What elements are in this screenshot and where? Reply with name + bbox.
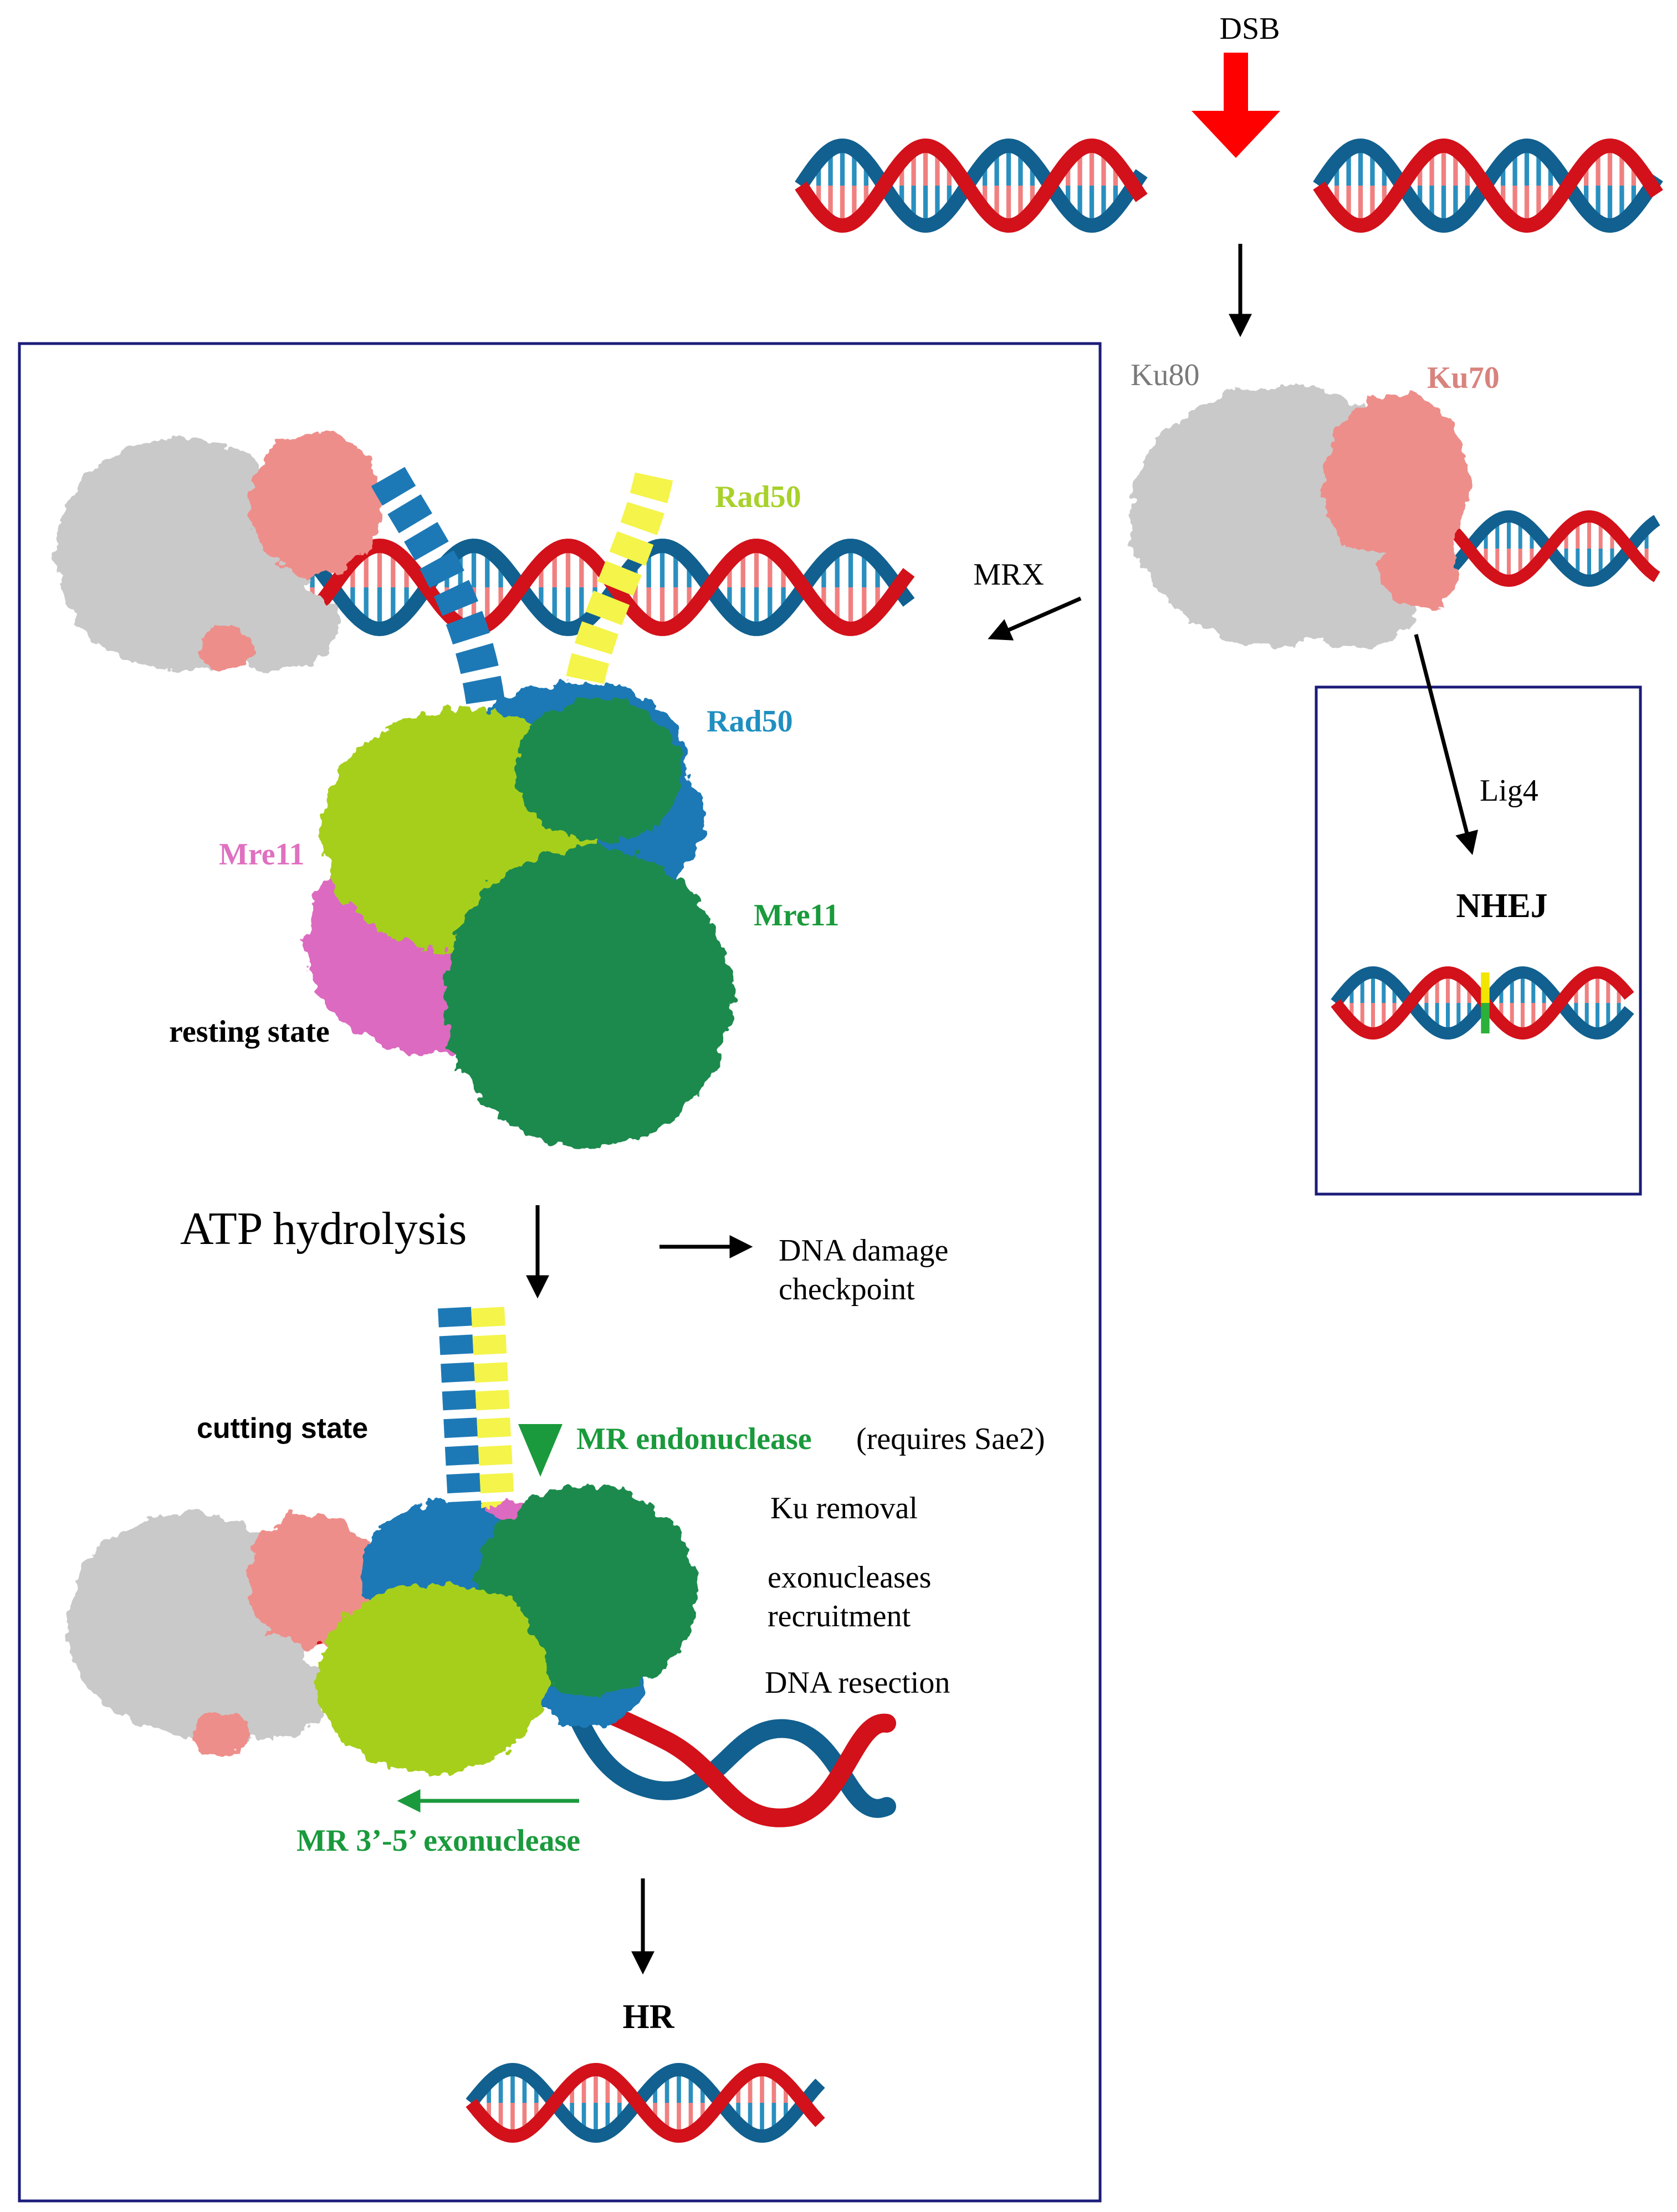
- rad50-yellow-label: Rad50: [715, 480, 801, 514]
- dna-helix-nhej-repaired: [1331, 966, 1634, 1040]
- exonucleases-label: exonucleases: [768, 1560, 931, 1595]
- dna-helix-broken-right: [1313, 138, 1663, 233]
- rad50-blue-label: Rad50: [707, 704, 793, 739]
- arrow-mrx: [988, 596, 1082, 641]
- checkpoint-label: checkpoint: [779, 1272, 915, 1307]
- mr-endonuclease-label: MR endonuclease: [576, 1422, 812, 1456]
- dna-helix-broken-left: [795, 138, 1148, 233]
- dna-strand-blue: [466, 2062, 825, 2143]
- resting-state-label: resting state: [169, 1015, 330, 1049]
- mre11-pink-label: Mre11: [219, 837, 304, 872]
- dna-strand-blue: [232, 538, 915, 637]
- hr-label: HR: [623, 1998, 675, 2036]
- cutting-state-label: cutting state: [197, 1412, 368, 1445]
- ku80-label: Ku80: [1131, 358, 1199, 392]
- dna-helix-hr-repaired: [466, 2062, 825, 2143]
- ku-heterodimer-structure: [1131, 385, 1469, 648]
- nhej-label: NHEJ: [1456, 887, 1547, 925]
- dna-strand-red: [795, 138, 1148, 233]
- dna-damage-label: DNA damage: [779, 1233, 948, 1268]
- atp-hydrolysis-label: ATP hydrolysis: [180, 1203, 467, 1255]
- dna-resection-label: DNA resection: [765, 1666, 950, 1700]
- nhej-frame: [1315, 685, 1642, 1196]
- mrx-complex-resting: [305, 467, 732, 1147]
- ku-removal-label: Ku removal: [770, 1491, 918, 1525]
- ku-heterodimer-cutting: [67, 1513, 374, 1757]
- mre11-green-label: Mre11: [754, 898, 839, 933]
- dna-strand-red: [466, 2062, 825, 2143]
- red-down-arrow-icon: [1192, 53, 1280, 158]
- mr-exonuclease-label: MR 3’-5’ exonuclease: [296, 1824, 580, 1858]
- mrx-pathway-frame: [18, 342, 1102, 2203]
- ku70-label: Ku70: [1427, 361, 1500, 395]
- ku-heterodimer-resting: [55, 432, 382, 670]
- dsb-label: DSB: [1220, 12, 1280, 46]
- arrow-ku-to-nhej: [1414, 634, 1478, 856]
- mrx-label: MRX: [973, 557, 1044, 592]
- dna-strand-red: [556, 1686, 896, 1827]
- dna-strand-red: [1313, 138, 1663, 233]
- mrx-complex-cutting: [316, 1307, 698, 1773]
- requires-sae2-label: (requires Sae2): [856, 1422, 1045, 1456]
- recruitment-label: recruitment: [768, 1599, 911, 1634]
- lig4-label: Lig4: [1480, 774, 1538, 808]
- green-arrowhead-icon: [518, 1424, 563, 1477]
